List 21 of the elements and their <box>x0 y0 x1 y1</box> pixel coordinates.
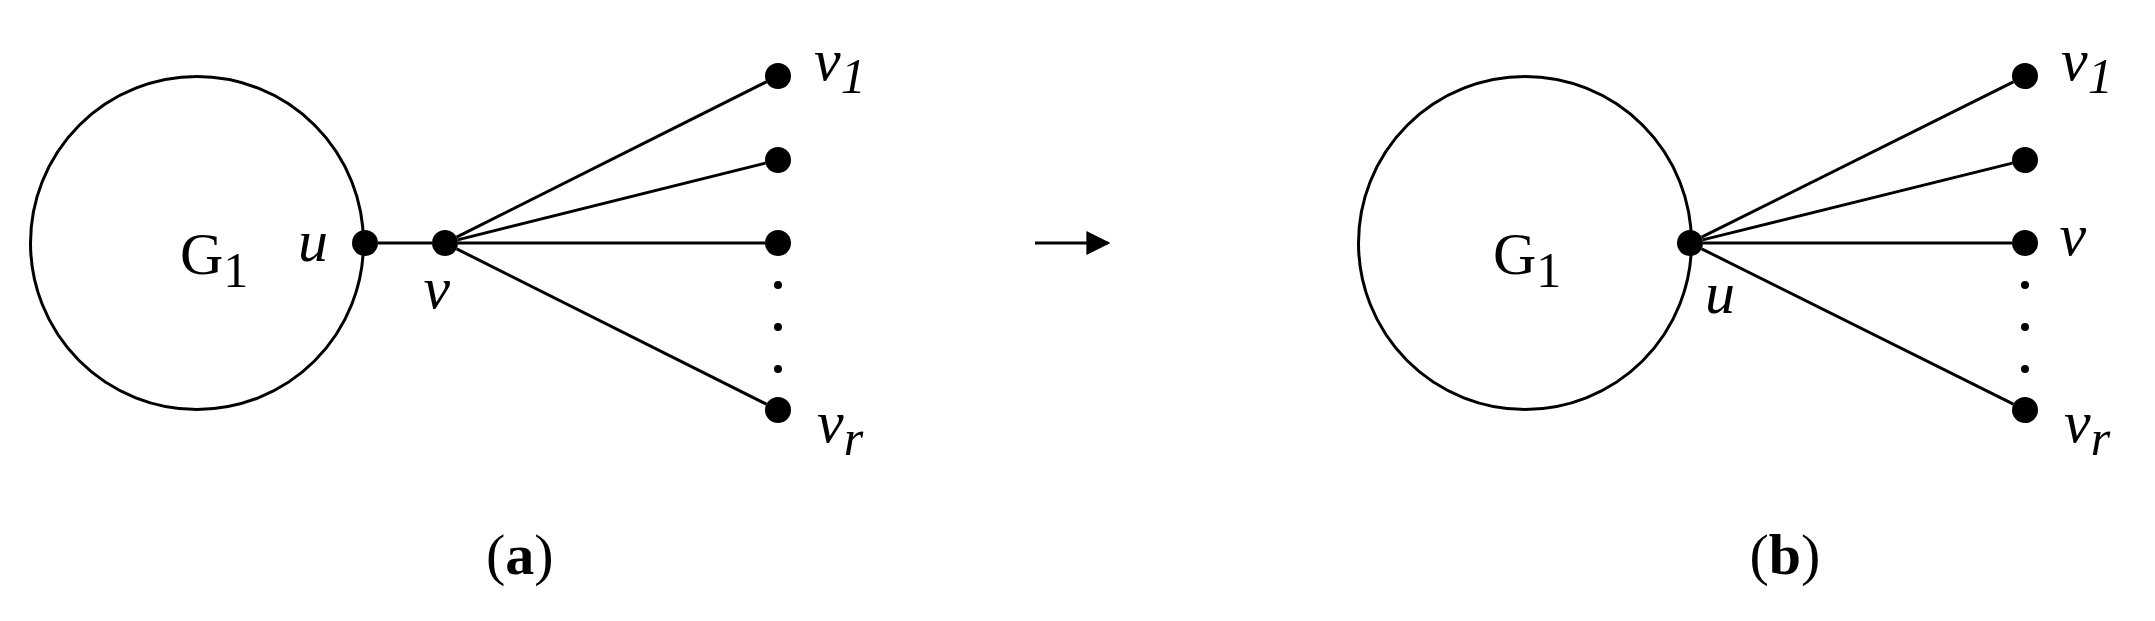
graph-edge <box>1703 241 2012 245</box>
vertex-label: v$_{1}$ <box>814 30 866 106</box>
vertex-label: v$_{1}$ <box>2061 30 2113 106</box>
vertex-label: u <box>298 211 328 271</box>
vertex-label: u <box>1705 263 1735 323</box>
panel-label: (b) <box>1749 523 1821 587</box>
vertex-label: v$_{r}$ <box>817 392 864 468</box>
vertex-label: v <box>2059 205 2087 265</box>
graph-edge <box>458 241 765 245</box>
graph-edge <box>455 80 768 239</box>
graph-edge <box>378 241 432 245</box>
graph-edge <box>457 161 766 242</box>
graph-edge <box>1702 161 2013 242</box>
vertex-label: v <box>423 258 451 318</box>
graph-edge <box>1700 80 2015 239</box>
graph-edge <box>455 247 768 406</box>
graph-label: G$_{1}$ <box>180 224 249 300</box>
vertex-label: v$_{r}$ <box>2064 392 2111 468</box>
graph-label: G$_{1}$ <box>1493 224 1562 300</box>
graph-edge <box>1700 247 2015 406</box>
panel-label: (a) <box>486 523 554 587</box>
